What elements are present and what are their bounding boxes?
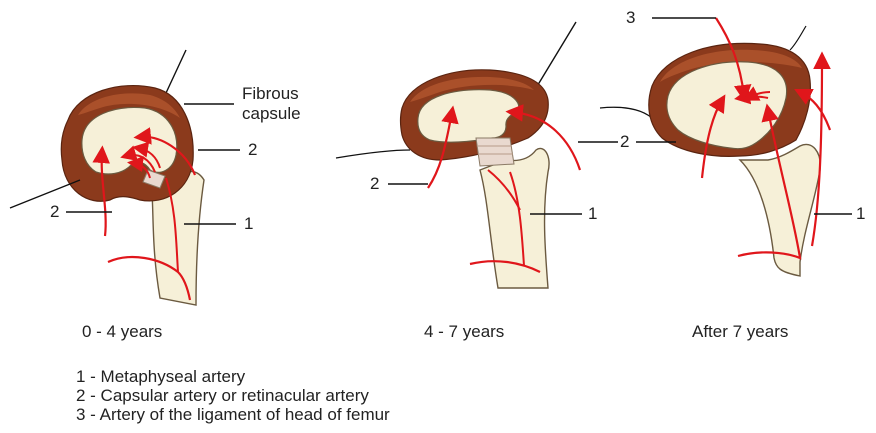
capsule-top-line: [536, 22, 576, 88]
label-2-p1-left: 2: [50, 202, 59, 222]
label-fibrous-capsule: Fibrous capsule: [242, 84, 301, 124]
label-1-p2: 1: [588, 204, 597, 224]
age-label-panel-2: 4 - 7 years: [424, 322, 504, 342]
label-2-p2-left: 2: [370, 174, 379, 194]
capsule-bottom-line: [600, 107, 652, 118]
panel-4-7-years: [336, 22, 618, 288]
capsule-top-line: [790, 26, 806, 50]
label-2-p2-right: 2: [620, 132, 629, 152]
label-fibrous-line2: capsule: [242, 104, 301, 124]
capsule-bottom-line: [336, 150, 410, 158]
femur-shaft: [480, 148, 549, 288]
legend-item-3: 3 - Artery of the ligament of head of fe…: [76, 405, 390, 424]
label-fibrous-line1: Fibrous: [242, 84, 301, 104]
legend-item-1: 1 - Metaphyseal artery: [76, 367, 390, 386]
growth-plate: [476, 138, 514, 166]
ligament-line: [10, 180, 80, 208]
age-label-panel-1: 0 - 4 years: [82, 322, 162, 342]
label-1-p3: 1: [856, 204, 865, 224]
age-label-panel-3: After 7 years: [692, 322, 788, 342]
capsule-top-line: [166, 50, 186, 93]
panel-after-7-years: [600, 18, 852, 276]
label-1-p1: 1: [244, 214, 253, 234]
legend-item-2: 2 - Capsular artery or retinacular arter…: [76, 386, 390, 405]
panel-0-4-years: [10, 50, 240, 305]
label-3-p3: 3: [626, 8, 635, 28]
label-2-p1-right: 2: [248, 140, 257, 160]
legend: 1 - Metaphyseal artery 2 - Capsular arte…: [76, 367, 390, 424]
